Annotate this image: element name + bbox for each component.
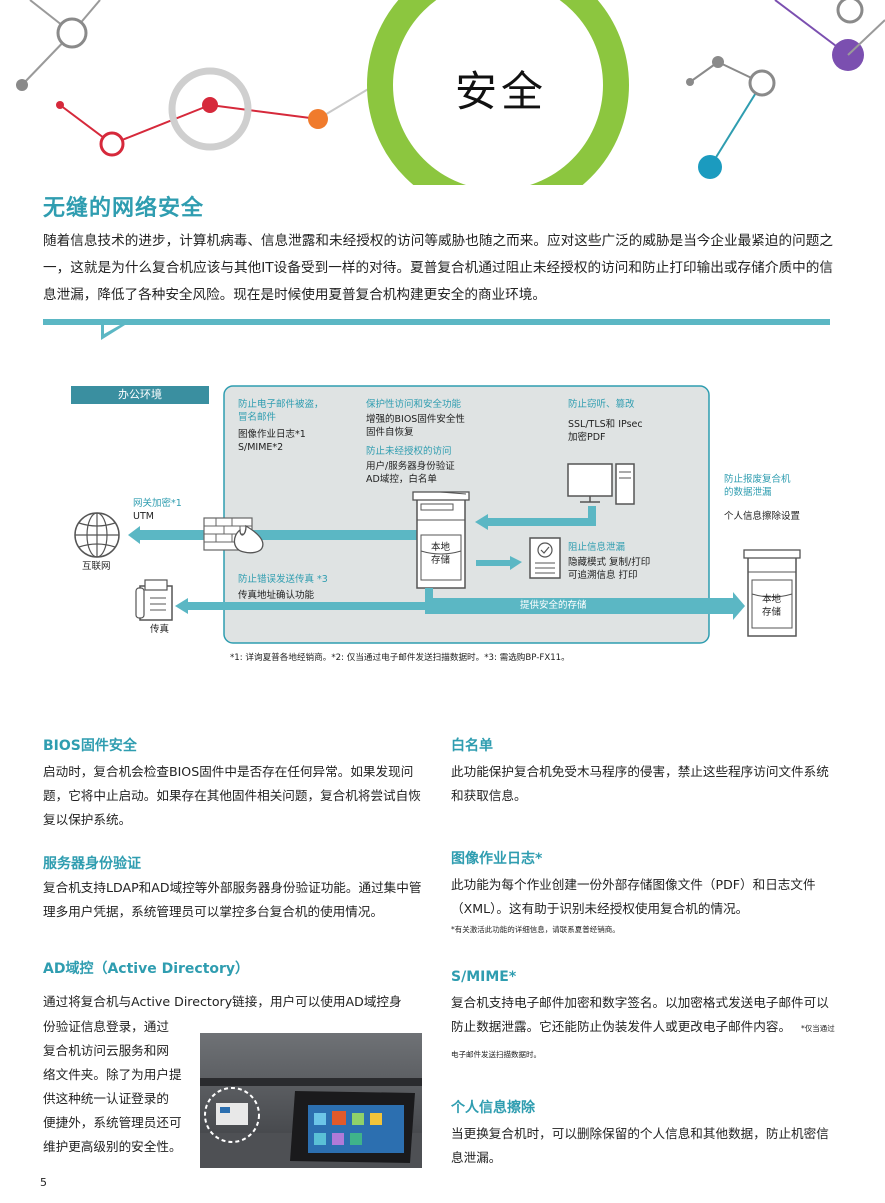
email-block-title-2: 冒名邮件	[238, 412, 277, 423]
mfp-disposal-icon	[743, 549, 801, 637]
disposal-block-title-1: 防止报废复合机	[724, 474, 791, 485]
local-storage-label-1: 本地	[431, 542, 451, 553]
internet-label: 互联网	[82, 561, 111, 572]
leak-block-title: 阻止信息泄漏	[568, 542, 626, 553]
document-seal-icon	[529, 537, 561, 579]
local-storage-label-2: 存储	[431, 555, 451, 566]
tamper-block-title: 防止窃听、篡改	[568, 399, 635, 410]
unauth-block-title: 防止未经授权的访问	[366, 446, 452, 457]
diagram-footnote: *1: 详询夏普各地经销商。*2: 仅当通过电子邮件发送扫描数据时。*3: 需选…	[230, 653, 570, 663]
security-diagram	[71, 385, 801, 644]
unauth-block-item-2: AD域控，白名单	[366, 474, 437, 485]
gateway-block-item: UTM	[133, 511, 154, 522]
intro-banner	[43, 319, 830, 340]
unauth-block-item-1: 用户/服务器身份验证	[366, 461, 455, 472]
fax-block-item: 传真地址确认功能	[238, 590, 315, 601]
image-log-text: 此功能为每个作业创建一份外部存储图像文件（PDF）和日志文件（XML）。这有助于…	[451, 877, 816, 916]
disposal-block-item: 个人信息擦除设置	[724, 511, 801, 522]
ad-text-rest: 份验证信息登录，通过 复合机访问云服务和网 络文件夹。除了为用户提 供这种统一认…	[43, 1015, 193, 1159]
protect-block-item-2: 固件自恢复	[366, 427, 414, 438]
smime-text-body: 复合机支持电子邮件加密和数字签名。以加密格式发送电子邮件可以防止数据泄露。它还能…	[451, 995, 829, 1034]
smime-note: *仅当通过电子邮件发送扫描数据时。	[451, 1024, 835, 1059]
whitelist-title: 白名单	[451, 738, 493, 754]
ad-title: AD域控（Active Directory）	[43, 961, 250, 977]
firewall-icon	[203, 517, 264, 554]
ad-text-line: 维护更高级别的安全性。	[43, 1139, 182, 1154]
bios-title: BIOS固件安全	[43, 738, 137, 754]
disposal-block-title-2: 的数据泄漏	[724, 487, 772, 498]
gateway-block-title: 网关加密*1	[133, 498, 182, 509]
protect-block-item-1: 增强的BIOS固件安全性	[366, 414, 465, 425]
tamper-block-item-2: 加密PDF	[568, 432, 606, 443]
erase-title: 个人信息擦除	[451, 1100, 535, 1116]
smime-title: S/MIME*	[451, 969, 517, 985]
leak-block-item-2: 可追溯信息 打印	[568, 570, 638, 581]
server-auth-title: 服务器身份验证	[43, 856, 141, 872]
ad-text-line: 便捷外，系统管理员还可	[43, 1115, 182, 1130]
office-environment-label: 办公环境	[118, 388, 162, 401]
page-title: 安全	[455, 67, 548, 116]
disposal-storage-label-1: 本地	[762, 594, 782, 605]
ad-text-line: 份验证信息登录，通过	[43, 1019, 169, 1034]
secure-storage-label: 提供安全的存储	[520, 600, 587, 611]
ad-text-line: 供这种统一认证登录的	[43, 1091, 169, 1106]
disposal-storage-label-2: 存储	[762, 607, 782, 618]
fax-icon	[135, 579, 173, 621]
email-block-title-1: 防止电子邮件被盗，	[238, 399, 324, 410]
protect-block-title: 保护性访问和安全功能	[366, 399, 462, 410]
intro-title: 无缝的网络安全	[43, 196, 205, 221]
mfp-panel-photo	[200, 1033, 422, 1168]
fax-block-title: 防止错误发送传真 *3	[238, 574, 328, 585]
erase-text: 当更换复合机时，可以删除保留的个人信息和其他数据，防止机密信息泄漏。	[451, 1126, 829, 1165]
internet-globe-icon	[74, 512, 120, 558]
image-log-title: 图像作业日志*	[451, 851, 543, 867]
tamper-block-item-1: SSL/TLS和 IPsec	[568, 419, 643, 430]
ad-text-line: 复合机访问云服务和网	[43, 1043, 169, 1058]
ad-text-line-1: 通过将复合机与Active Directory链接，用户可以使用AD域控身	[43, 994, 402, 1009]
image-log-note: *有关激活此功能的详细信息，请联系夏普经销商。	[451, 925, 620, 934]
email-block-item-1: 图像作业日志*1	[238, 429, 306, 440]
mfp-center-icon	[412, 491, 470, 589]
intro-paragraph: 随着信息技术的进步，计算机病毒、信息泄露和未经授权的访问等威胁也随之而来。应对这…	[43, 233, 833, 303]
page-number: 5	[40, 1176, 47, 1189]
email-block-item-2: S/MIME*2	[238, 442, 284, 453]
server-auth-text: 复合机支持LDAP和AD域控等外部服务器身份验证功能。通过集中管理多用户凭据，系…	[43, 880, 422, 919]
bios-text: 启动时，复合机会检查BIOS固件中是否存在任何异常。如果发现问题，它将中止启动。…	[43, 764, 421, 827]
fax-label: 传真	[150, 624, 170, 635]
header-decoration	[16, 0, 885, 185]
smime-text: 复合机支持电子邮件加密和数字签名。以加密格式发送电子邮件可以防止数据泄露。它还能…	[451, 991, 836, 1067]
whitelist-text: 此功能保护复合机免受木马程序的侵害，禁止这些程序访问文件系统和获取信息。	[451, 764, 829, 803]
ad-text-line: 络文件夹。除了为用户提	[43, 1067, 182, 1082]
leak-block-item-1: 隐藏模式 复制/打印	[568, 557, 651, 568]
computer-icon	[567, 463, 635, 505]
